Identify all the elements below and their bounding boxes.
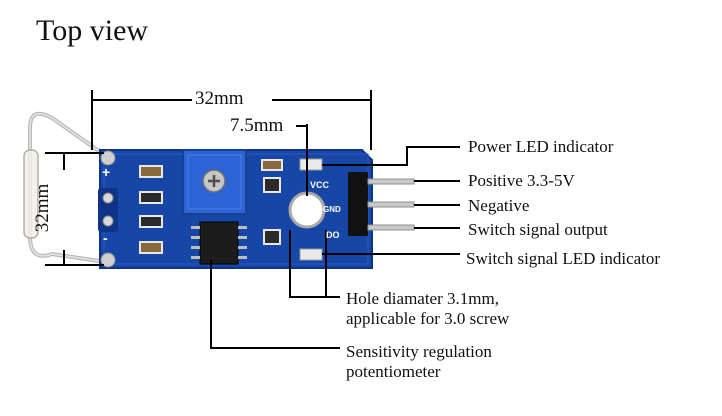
callout-power-led: Power LED indicator: [468, 137, 614, 156]
callout-positive: Positive 3.3-5V: [468, 171, 575, 190]
callout-pot-line1: Sensitivity regulation: [346, 342, 492, 361]
silk-vcc: VCC: [310, 180, 330, 190]
page-title: Top view: [36, 14, 149, 47]
callout-hole-line1: Hole diamater 3.1mm,: [346, 289, 499, 308]
offset-dimension-label: 7.5mm: [230, 115, 284, 136]
pin-header: [348, 172, 415, 236]
callout-pot-line2: potentiometer: [346, 362, 441, 381]
callout-switch-led: Switch signal LED indicator: [466, 249, 661, 268]
callout-negative: Negative: [468, 196, 530, 215]
silk-do: DO: [326, 230, 340, 240]
callout-hole-line2: applicable for 3.0 screw: [346, 309, 510, 328]
callout-switch-output: Switch signal output: [468, 220, 608, 239]
silk-minus: -: [103, 230, 108, 246]
dimension-lines: [45, 90, 460, 349]
height-dimension-label: 32mm: [32, 183, 53, 233]
silk-gnd: GND: [323, 205, 341, 214]
reed-switch: [23, 111, 108, 264]
potentiometer: [182, 149, 247, 215]
silk-plus: +: [102, 164, 111, 180]
width-dimension-label: 32mm: [195, 88, 244, 109]
